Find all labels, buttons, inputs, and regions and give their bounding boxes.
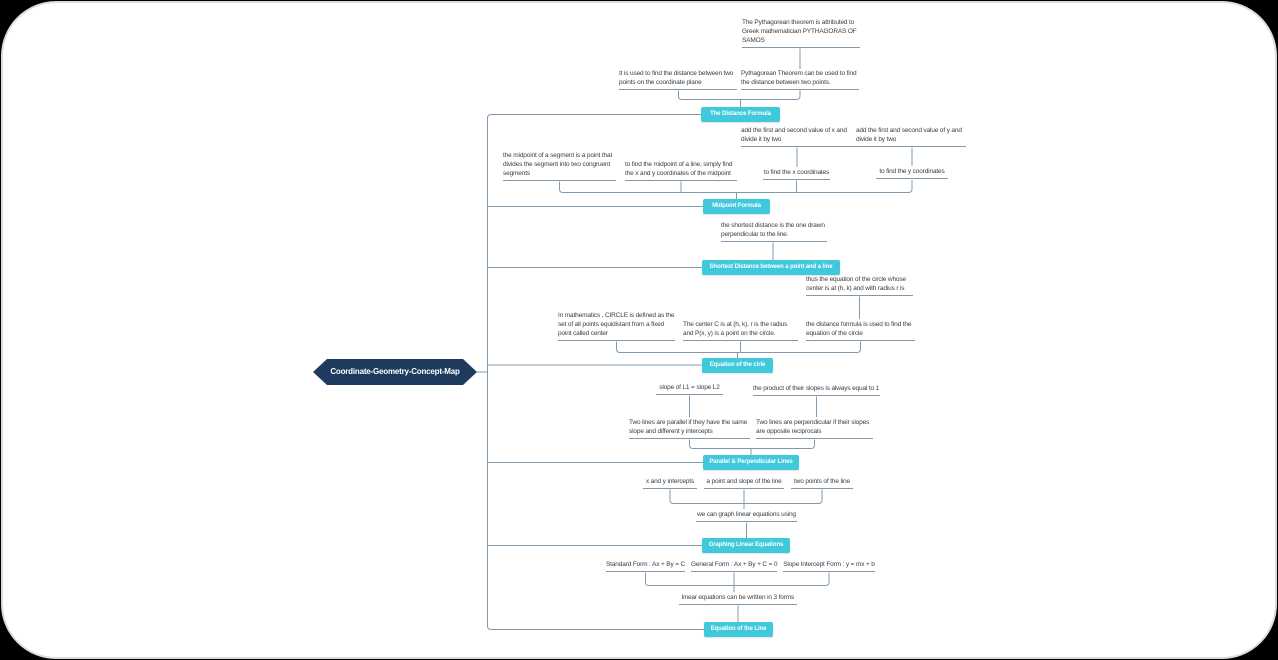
note-point-and-slope[interactable]: a point and slope of the line <box>704 477 784 489</box>
topic-midpoint-formula[interactable]: Midpoint Formula <box>703 199 770 214</box>
note-find-x-coordinates[interactable]: to find the x coordinates <box>763 168 830 180</box>
note-product-of-slopes[interactable]: the product of their slopes is always eq… <box>753 384 880 396</box>
note-midpoint-definition[interactable]: the midpoint of a segment is a point tha… <box>503 151 616 181</box>
note-two-points[interactable]: two points of the line <box>791 477 853 489</box>
topic-distance-formula[interactable]: The Distance Formula <box>701 107 780 122</box>
note-standard-form[interactable]: Standard Form : Ax + By = C <box>606 560 685 572</box>
note-circle-definition[interactable]: In mathematics , CIRCLE is defined as th… <box>558 311 675 341</box>
note-pythagorean-distance[interactable]: Pythagorean Theorem can be used to find … <box>741 69 859 90</box>
topic-shortest-distance[interactable]: Shortest Distance between a point and a … <box>702 260 840 275</box>
note-graph-using[interactable]: we can graph linear equations using <box>696 510 797 522</box>
note-slope-equal[interactable]: slope of L1 = slope L2 <box>656 383 723 395</box>
topic-parallel-perpendicular[interactable]: Parallel & Perpendicular Lines <box>703 455 799 470</box>
note-perpendicular-definition[interactable]: Two lines are perpendicular if their slo… <box>756 418 873 439</box>
note-slope-intercept-form[interactable]: Slope Intercept Form : y = mx + b <box>783 560 875 572</box>
root-node[interactable]: Coordinate-Geometry-Concept-Map <box>313 359 477 385</box>
note-add-y-values[interactable]: add the first and second value of y and … <box>856 126 966 147</box>
note-parallel-definition[interactable]: Two lines are parallel if they have the … <box>629 418 750 439</box>
note-add-x-values[interactable]: add the first and second value of x and … <box>741 126 860 147</box>
topic-equation-of-line[interactable]: Equation of the Line <box>704 622 773 637</box>
note-circle-distance-formula[interactable]: the distance formula is used to find the… <box>806 320 915 341</box>
note-shortest-distance[interactable]: the shortest distance is the one drawn p… <box>721 221 827 242</box>
note-midpoint-how[interactable]: to find the midpoint of a line, simply f… <box>625 160 737 181</box>
note-pythagoras-origin[interactable]: The Pythagorean theorem is attributed to… <box>742 18 860 48</box>
note-find-y-coordinates[interactable]: to find the y coordinates <box>876 167 948 179</box>
topic-equation-of-circle[interactable]: Equation of the cirle <box>702 358 773 373</box>
topic-graphing-linear-equations[interactable]: Graphing Linear Equations <box>702 538 790 553</box>
note-general-form[interactable]: General Form : Ax + By + C = 0 <box>691 560 778 572</box>
note-three-forms[interactable]: linear equations can be written in 3 for… <box>679 593 797 605</box>
note-distance-use[interactable]: It is used to find the distance between … <box>619 69 737 90</box>
note-circle-center[interactable]: The center C is at (h, k), r is the radi… <box>683 320 798 341</box>
note-xy-intercepts[interactable]: x and y intercepts <box>643 477 697 489</box>
note-circle-equation-thus[interactable]: thus the equation of the circle whose ce… <box>806 275 913 296</box>
